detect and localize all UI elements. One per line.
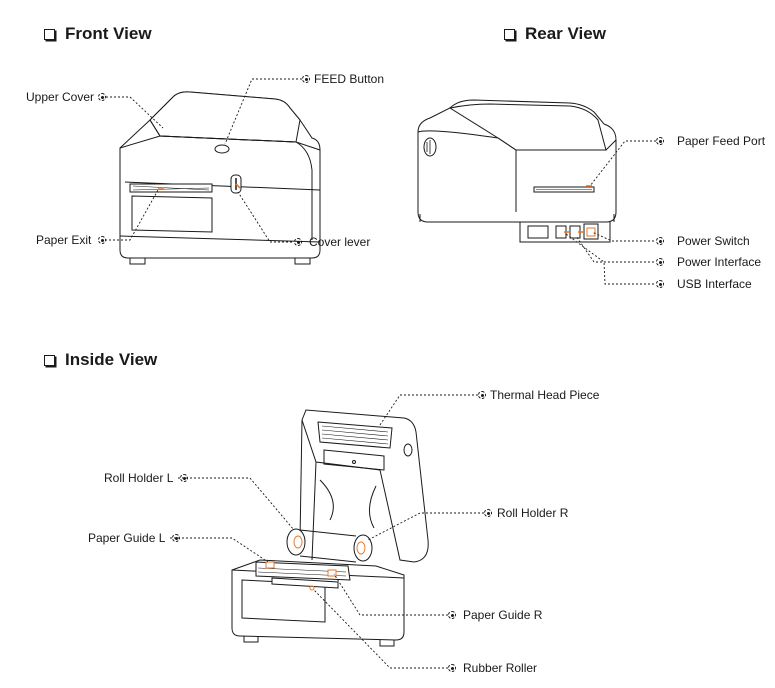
front-view-heading: Front View: [44, 24, 152, 44]
label-paper-exit: Paper Exit: [36, 233, 92, 247]
inside-view-title: Inside View: [65, 350, 158, 369]
callout-dot-icon: [478, 391, 486, 399]
label-cover-lever: Cover lever: [309, 235, 371, 249]
rear-view-heading: Rear View: [504, 24, 606, 44]
label-power-switch: Power Switch: [677, 234, 750, 248]
front-view-title: Front View: [65, 24, 152, 43]
callout-dot-icon: [302, 75, 310, 83]
callout-dot-icon: [180, 474, 188, 482]
callout-dot-icon: [484, 509, 492, 517]
label-rubber-roller: Rubber Roller: [463, 661, 538, 675]
rear-printer-illustration: [417, 99, 617, 243]
callout-dot-icon: [172, 534, 180, 542]
inside-printer-illustration: [231, 409, 429, 647]
front-printer-illustration: [119, 91, 321, 265]
callout-dot-icon: [448, 611, 456, 619]
callout-dot-icon: [98, 236, 106, 244]
label-roll-holder-r: Roll Holder R: [497, 506, 569, 520]
checkbox-square-icon: [44, 354, 55, 366]
label-upper-cover: Upper Cover: [26, 90, 95, 104]
label-power-interface: Power Interface: [677, 255, 762, 269]
callout-dot-icon: [656, 237, 664, 245]
label-paper-guide-l: Paper Guide L: [88, 531, 166, 545]
callout-dot-icon: [656, 258, 664, 266]
rear-view-title: Rear View: [525, 24, 606, 43]
callout-dot-icon: [448, 664, 456, 672]
label-paper-feed-port: Paper Feed Port: [677, 134, 766, 148]
checkbox-square-icon: [504, 28, 515, 40]
callout-dot-icon: [656, 137, 664, 145]
label-thermal-head-piece: Thermal Head Piece: [490, 388, 600, 402]
label-paper-guide-r: Paper Guide R: [463, 608, 543, 622]
callout-dot-icon: [294, 238, 302, 246]
inside-view-heading: Inside View: [44, 350, 157, 370]
label-roll-holder-l: Roll Holder L: [104, 471, 174, 485]
label-usb-interface: USB Interface: [677, 277, 752, 291]
label-feed-button: FEED Button: [314, 72, 385, 86]
callout-dot-icon: [98, 93, 106, 101]
checkbox-square-icon: [44, 28, 55, 40]
callout-dot-icon: [656, 280, 664, 288]
